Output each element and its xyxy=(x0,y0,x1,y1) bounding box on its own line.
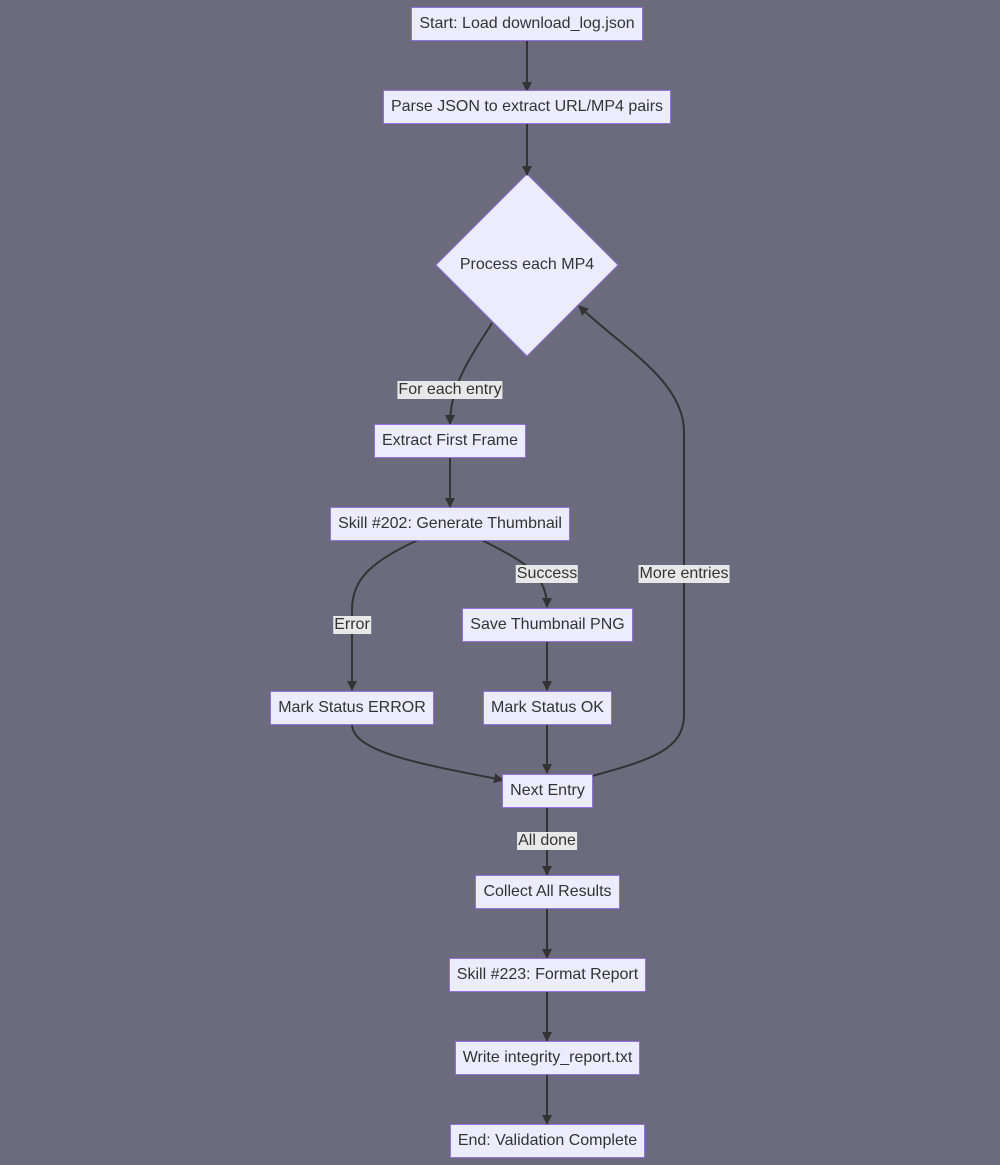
save-thumbnail-node[interactable]: Save Thumbnail PNG xyxy=(462,608,633,642)
edge-generate-error xyxy=(347,539,419,691)
extract-frame-node[interactable]: Extract First Frame xyxy=(374,424,526,458)
end-node[interactable]: End: Validation Complete xyxy=(450,1124,645,1158)
parse-json-node[interactable]: Parse JSON to extract URL/MP4 pairs xyxy=(383,90,671,124)
write-report-node[interactable]: Write integrity_report.txt xyxy=(455,1041,640,1075)
edge-next-more xyxy=(578,305,685,777)
next-entry-node[interactable]: Next Entry xyxy=(502,774,593,808)
mark-error-node[interactable]: Mark Status ERROR xyxy=(270,691,434,725)
process-mp4-label: Process each MP4 xyxy=(459,256,595,273)
edge-label-for-each-entry: For each entry xyxy=(397,381,503,399)
process-decision-diamond[interactable] xyxy=(435,173,619,357)
edge-label-error: Error xyxy=(333,616,371,634)
generate-thumbnail-node[interactable]: Skill #202: Generate Thumbnail xyxy=(330,507,570,541)
edge-label-more-entries: More entries xyxy=(638,565,730,583)
mark-ok-node[interactable]: Mark Status OK xyxy=(483,691,612,725)
edge-label-success: Success xyxy=(515,565,579,583)
format-report-node[interactable]: Skill #223: Format Report xyxy=(449,958,646,992)
edge-process-extract xyxy=(445,322,493,425)
edge-error-next xyxy=(351,723,504,784)
collect-results-node[interactable]: Collect All Results xyxy=(475,875,620,909)
start-node[interactable]: Start: Load download_log.json xyxy=(411,7,643,41)
edge-label-all-done: All done xyxy=(517,832,577,850)
